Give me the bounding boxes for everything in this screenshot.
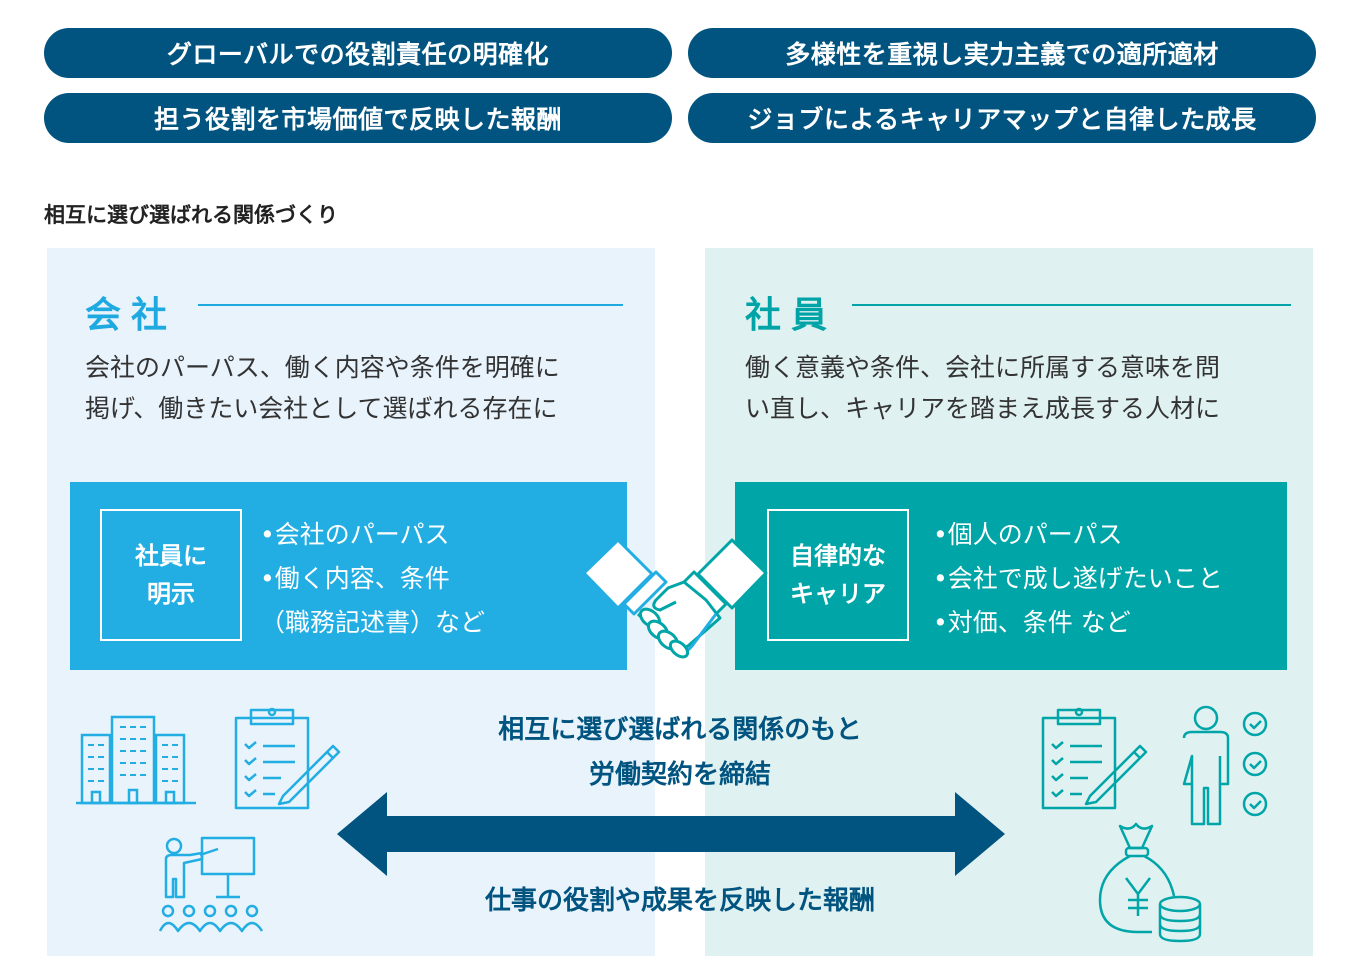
employee-heading-rule <box>852 304 1291 306</box>
principle-pill: ジョブによるキャリアマップと自律した成長 <box>688 93 1316 143</box>
caption-line: 相互に選び選ばれる関係のもと <box>498 715 862 745</box>
bullet-item: •会社で成し遂げたいこと <box>933 564 1223 593</box>
description-line: い直し、キャリアを踏まえ成長する人材に <box>745 394 1221 423</box>
principle-pill: 多様性を重視し実力主義での適所適材 <box>688 28 1316 78</box>
description-line: 会社のパーパス、働く内容や条件を明確に <box>85 353 560 382</box>
employee-career-box: 自律的な キャリア •個人のパーパス •会社で成し遂げたいこと •対価、条件 な… <box>735 482 1287 670</box>
section-subtitle: 相互に選び選ばれる関係づくり <box>44 203 338 227</box>
bullet-item: •働く内容、条件 <box>260 564 450 593</box>
reward-caption: 仕事の役割や成果を反映した報酬 <box>484 886 875 916</box>
company-bullets: •会社のパーパス •働く内容、条件 （職務記述書）など <box>260 513 485 645</box>
presenter-audience-icon <box>158 836 264 933</box>
company-disclosure-box: 社員に 明示 •会社のパーパス •働く内容、条件 （職務記述書）など <box>70 482 627 670</box>
employee-bullets: •個人のパーパス •会社で成し遂げたいこと •対価、条件 など <box>933 513 1223 645</box>
description-line: 掲げ、働きたい会社として選ばれる存在に <box>85 394 558 423</box>
caption-line: 労働契約を締結 <box>588 760 771 790</box>
building-icon <box>76 715 196 805</box>
bullet-item: •会社のパーパス <box>260 520 450 549</box>
bullet-item: •個人のパーパス <box>933 520 1123 549</box>
person-checks-icon <box>1182 705 1268 826</box>
label-line: 自律的な <box>790 542 886 570</box>
company-box-label: 社員に 明示 <box>100 509 242 641</box>
label-line: キャリア <box>790 580 886 608</box>
employee-box-label: 自律的な キャリア <box>767 509 909 641</box>
principle-pill: グローバルでの役割責任の明確化 <box>44 28 672 78</box>
bullet-item: •対価、条件 など <box>933 608 1131 637</box>
clipboard-checklist-icon <box>234 707 341 810</box>
employee-heading: 社員 <box>745 295 838 336</box>
bullet-item: （職務記述書）など <box>260 608 486 637</box>
double-arrow-icon <box>337 792 1005 876</box>
principle-pill: 担う役割を市場価値で反映した報酬 <box>44 93 672 143</box>
contract-caption: 相互に選び選ばれる関係のもと 労働契約を締結 <box>380 708 980 798</box>
label-line: 社員に <box>135 542 207 570</box>
clipboard-checklist-icon <box>1041 707 1148 810</box>
yen-moneybag-icon <box>1098 822 1202 943</box>
company-heading-rule <box>198 304 623 306</box>
employee-description: 働く意義や条件、会社に所属する意味を問 い直し、キャリアを踏まえ成長する人材に <box>745 347 1305 429</box>
company-heading: 会社 <box>85 295 178 336</box>
label-line: 明示 <box>147 580 195 608</box>
handshake-icon <box>582 538 768 659</box>
description-line: 働く意義や条件、会社に所属する意味を問 <box>745 353 1221 382</box>
company-description: 会社のパーパス、働く内容や条件を明確に 掲げ、働きたい会社として選ばれる存在に <box>85 347 645 429</box>
